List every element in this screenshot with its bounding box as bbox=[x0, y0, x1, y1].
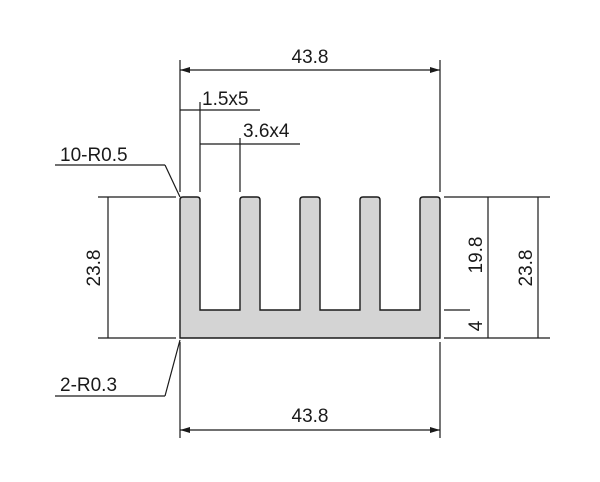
fin-thickness-dimension: 1.5x5 bbox=[180, 89, 260, 192]
right-dimensions: 19.8 4 23.8 bbox=[444, 196, 550, 339]
top-width-dimension: 43.8 bbox=[179, 47, 441, 192]
base-thickness-label: 4 bbox=[466, 320, 487, 331]
left-height-dimension: 23.8 bbox=[84, 196, 176, 339]
fin-tip-radius-label: 10-R0.5 bbox=[60, 145, 128, 166]
fin-tip-radius-callout: 10-R0.5 bbox=[55, 145, 181, 198]
heatsink-profile bbox=[179, 196, 441, 339]
fin-gap-label: 3.6x4 bbox=[243, 121, 290, 142]
base-corner-radius-label: 2-R0.3 bbox=[60, 375, 117, 396]
left-height-label: 23.8 bbox=[84, 250, 105, 287]
base-corner-radius-callout: 2-R0.3 bbox=[55, 339, 181, 397]
top-width-label: 43.8 bbox=[292, 47, 329, 68]
bottom-width-dimension: 43.8 bbox=[179, 342, 441, 438]
right-height-label: 23.8 bbox=[516, 250, 537, 287]
fin-thickness-label: 1.5x5 bbox=[202, 89, 248, 110]
fin-gap-dimension: 3.6x4 bbox=[200, 121, 300, 192]
bottom-width-label: 43.8 bbox=[292, 406, 329, 427]
fin-height-label: 19.8 bbox=[466, 237, 487, 274]
